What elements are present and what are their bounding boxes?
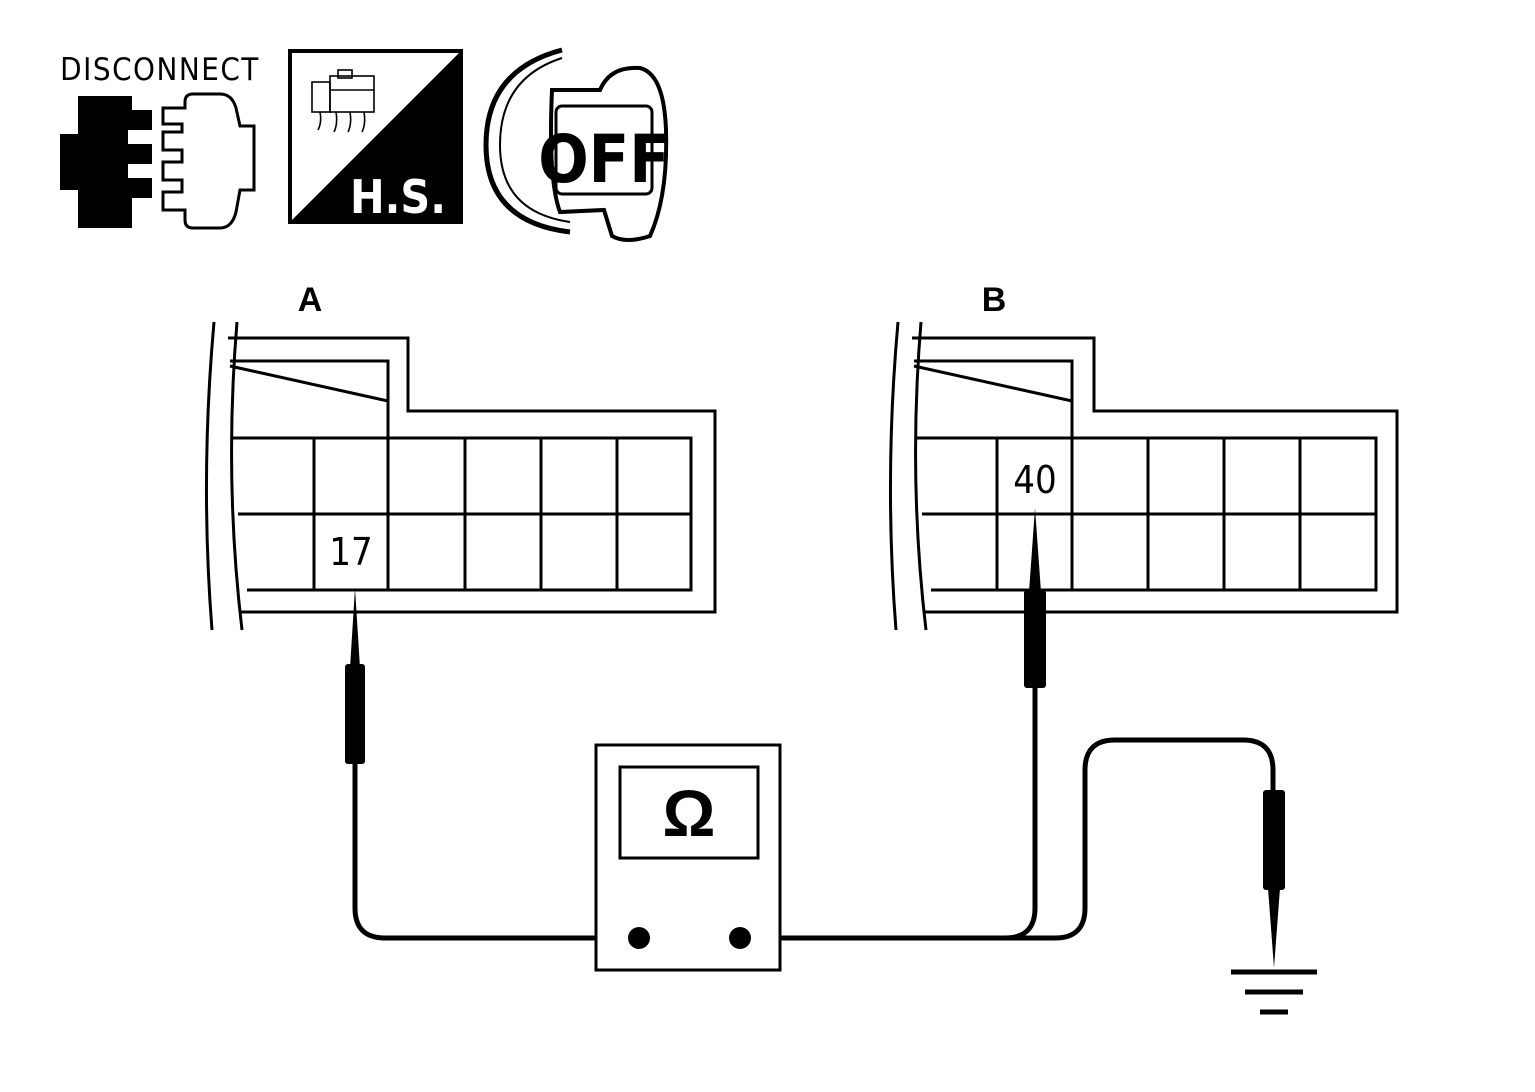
ground-symbol-icon <box>1231 969 1317 1015</box>
connector-b-label: B <box>982 281 1007 319</box>
harness-side-label: H.S. <box>350 170 446 224</box>
connector-a: A 17 <box>204 281 717 631</box>
plug-female-icon <box>161 92 256 230</box>
harness-connector-sketch <box>311 69 375 133</box>
plug-male-icon <box>60 96 152 228</box>
connector-a-terminal: 17 <box>329 530 373 574</box>
harness-side-icon: H.S. <box>288 49 463 224</box>
ohmmeter-terminal-left <box>628 927 650 949</box>
connector-b: B 40 <box>888 281 1399 631</box>
ohmmeter-terminal-right <box>729 927 751 949</box>
ohmmeter-icon: Ω <box>594 743 782 972</box>
ohmmeter-symbol: Ω <box>663 776 716 850</box>
connector-b-terminal: 40 <box>1013 458 1057 502</box>
connector-a-grid <box>232 436 691 590</box>
ignition-off-label: OFF <box>538 121 670 198</box>
connector-b-grid <box>916 436 1376 590</box>
disconnect-label: DISCONNECT <box>60 52 260 88</box>
probe-a <box>345 588 640 941</box>
probe-ground <box>962 737 1285 968</box>
disconnect-icon: DISCONNECT <box>60 52 260 230</box>
ignition-off-icon: OFF <box>483 47 670 242</box>
connector-a-label: A <box>298 281 323 319</box>
